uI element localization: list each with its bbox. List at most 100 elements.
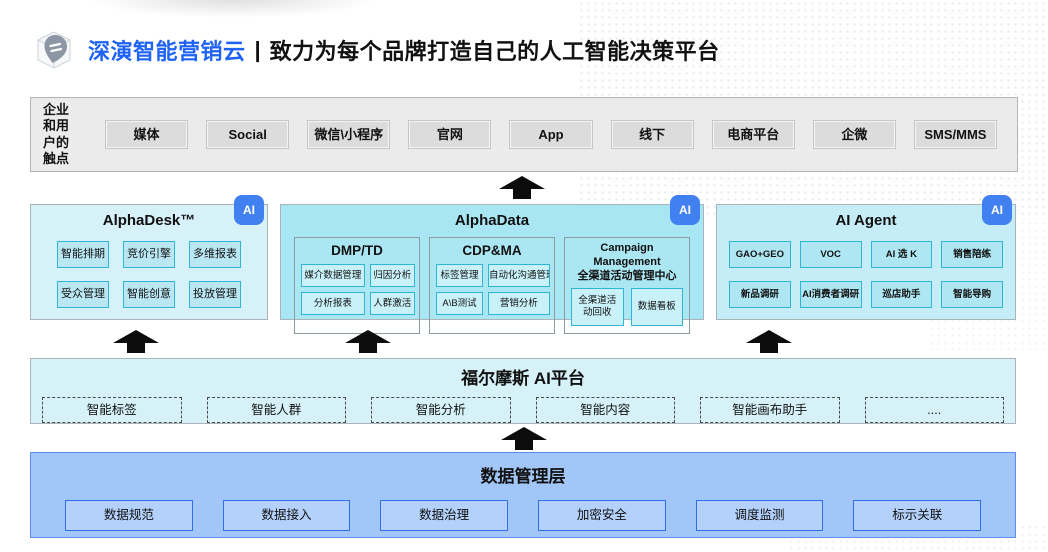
page-title: 致力为每个品牌打造自己的人工智能决策平台 <box>269 39 720 64</box>
alphadesk-items: 智能排期 竞价引擎 多维报表 受众管理 智能创意 投放管理 <box>57 241 241 308</box>
touchpoints-label-line: 户的 <box>43 134 70 150</box>
touchpoint-app: App <box>509 120 593 149</box>
campaign-title-cn: 全渠道活动管理中心 <box>577 269 677 282</box>
arrow-head <box>746 330 792 343</box>
panel-ai-agent-title: AI Agent <box>835 212 897 229</box>
arrow-head <box>113 330 159 343</box>
title-separator: | <box>254 37 261 62</box>
dmp-item: 人群激活 <box>369 292 415 315</box>
panel-alphadesk: AI AlphaDesk™ 智能排期 竞价引擎 多维报表 受众管理 智能创意 投… <box>30 195 268 320</box>
alphadesk-item: 受众管理 <box>57 281 109 308</box>
touchpoint-offline: 线下 <box>610 120 694 149</box>
touchpoints-band: 企业 和用 户的 触点 媒体 Social 微信\小程序 官网 App 线下 电… <box>30 97 1018 172</box>
group-cdp-ma-items: 标签管理 自动化沟通管理 A\B测试 营销分析 <box>436 264 550 315</box>
group-dmp-td-items: 媒介数据管理 归因分析 分析报表 人群激活 <box>301 264 415 315</box>
agent-item: AI消费者调研 <box>799 281 862 308</box>
arrow-stem <box>515 440 533 450</box>
agent-item: 巡店助手 <box>870 281 933 308</box>
product-panels-row: AI AlphaDesk™ 智能排期 竞价引擎 多维报表 受众管理 智能创意 投… <box>30 195 1016 335</box>
platform-item-smart-audience: 智能人群 <box>206 397 346 423</box>
touchpoints-label: 企业 和用 户的 触点 <box>31 102 101 167</box>
top-shadow-decoration <box>88 0 378 18</box>
alphadata-groups: DMP/TD 媒介数据管理 归因分析 分析报表 人群激活 CDP&MA 标签管理… <box>294 237 690 335</box>
ai-agent-items: GAO+GEO VOC AI 选 K 销售陪练 新品调研 AI消费者调研 巡店助… <box>729 241 1003 308</box>
ai-badge: AI <box>234 195 264 225</box>
dmp-item: 分析报表 <box>301 292 365 315</box>
data-management-band: 数据管理层 数据规范 数据接入 数据治理 加密安全 调度监测 标示关联 <box>30 452 1016 538</box>
cdp-item: 自动化沟通管理 <box>488 264 550 287</box>
touchpoints-label-line: 触点 <box>43 150 70 166</box>
arrow-stem <box>359 343 377 353</box>
cdp-item: 营销分析 <box>488 292 550 315</box>
arrow-stem <box>513 189 531 199</box>
campaign-item: 全渠道活动回收 <box>571 288 624 327</box>
touchpoint-wecom: 企微 <box>812 120 896 149</box>
group-dmp-td: DMP/TD 媒介数据管理 归因分析 分析报表 人群激活 <box>294 237 420 335</box>
agent-item: 销售陪练 <box>941 241 1003 268</box>
touchpoint-social: Social <box>206 120 290 149</box>
up-arrow-icon <box>746 330 792 353</box>
brand-logo-icon <box>30 26 78 74</box>
up-arrow-icon <box>113 330 159 353</box>
up-arrow-icon <box>345 330 391 353</box>
touchpoints-label-line: 和用 <box>43 118 70 134</box>
up-arrow-icon <box>501 427 547 450</box>
group-campaign-management: Campaign Management 全渠道活动管理中心 全渠道活动回收 数据… <box>564 237 690 335</box>
cdp-item: A\B测试 <box>436 292 484 315</box>
touchpoint-ecommerce: 电商平台 <box>711 120 795 149</box>
data-item-scheduling: 调度监测 <box>695 500 824 531</box>
platform-item-more: .... <box>864 397 1004 423</box>
ai-platform-title: 福尔摩斯 AI平台 <box>461 369 585 388</box>
platform-item-smart-tags: 智能标签 <box>42 397 182 423</box>
agent-item: 新品调研 <box>729 281 791 308</box>
brand-name: 深演智能营销云 <box>88 39 246 64</box>
touchpoint-official-site: 官网 <box>408 120 492 149</box>
touchpoint-wechat-miniprogram: 微信\小程序 <box>307 120 391 149</box>
alphadesk-item: 智能排期 <box>57 241 109 268</box>
panel-alphadesk-title: AlphaDesk™ <box>102 212 196 229</box>
data-item-id-linking: 标示关联 <box>853 500 982 531</box>
touchpoint-sms-mms: SMS/MMS <box>913 120 997 149</box>
platform-item-smart-content: 智能内容 <box>535 397 675 423</box>
agent-item: AI 选 K <box>870 241 933 268</box>
alphadesk-item: 竞价引擎 <box>123 241 175 268</box>
group-cdp-ma: CDP&MA 标签管理 自动化沟通管理 A\B测试 营销分析 <box>429 237 555 335</box>
header: 深演智能营销云 | 致力为每个品牌打造自己的人工智能决策平台 <box>30 26 720 74</box>
ai-badge: AI <box>670 195 700 225</box>
touchpoint-media: 媒体 <box>105 120 189 149</box>
agent-item: GAO+GEO <box>729 241 791 268</box>
cdp-item: 标签管理 <box>436 264 484 287</box>
up-arrow-icon <box>499 176 545 199</box>
agent-item: 智能导购 <box>941 281 1003 308</box>
dmp-item: 媒介数据管理 <box>301 264 365 287</box>
campaign-item: 数据看板 <box>630 288 683 327</box>
platform-item-smart-analysis: 智能分析 <box>371 397 511 423</box>
platform-item-canvas-assistant: 智能画布助手 <box>700 397 840 423</box>
ai-platform-band: 福尔摩斯 AI平台 智能标签 智能人群 智能分析 智能内容 智能画布助手 ...… <box>30 358 1016 424</box>
arrow-head <box>345 330 391 343</box>
agent-item: VOC <box>799 241 862 268</box>
panel-ai-agent: AI AI Agent GAO+GEO VOC AI 选 K 销售陪练 新品调研… <box>716 195 1016 320</box>
alphadesk-item: 智能创意 <box>123 281 175 308</box>
arrow-head <box>501 427 547 440</box>
alphadesk-item: 投放管理 <box>189 281 241 308</box>
data-management-items: 数据规范 数据接入 数据治理 加密安全 调度监测 标示关联 <box>65 500 982 531</box>
group-campaign-items: 全渠道活动回收 数据看板 <box>571 288 683 327</box>
arrow-stem <box>760 343 778 353</box>
data-management-title: 数据管理层 <box>480 467 566 486</box>
data-item-standards: 数据规范 <box>65 500 193 531</box>
data-item-encryption: 加密安全 <box>538 500 666 531</box>
ai-badge: AI <box>982 195 1012 225</box>
dmp-item: 归因分析 <box>369 264 415 287</box>
group-dmp-td-title: DMP/TD <box>331 243 383 258</box>
data-item-governance: 数据治理 <box>380 500 509 531</box>
touchpoints-label-line: 企业 <box>43 102 70 117</box>
panel-alphadata-title: AlphaData <box>454 212 530 229</box>
ai-platform-items: 智能标签 智能人群 智能分析 智能内容 智能画布助手 .... <box>42 397 1004 423</box>
campaign-title-en: Campaign Management <box>593 242 661 268</box>
group-campaign-title: Campaign Management 全渠道活动管理中心 <box>571 242 683 283</box>
alphadesk-item: 多维报表 <box>189 241 241 268</box>
group-cdp-ma-title: CDP&MA <box>462 243 522 258</box>
arrow-stem <box>127 343 145 353</box>
arrow-head <box>499 176 545 189</box>
